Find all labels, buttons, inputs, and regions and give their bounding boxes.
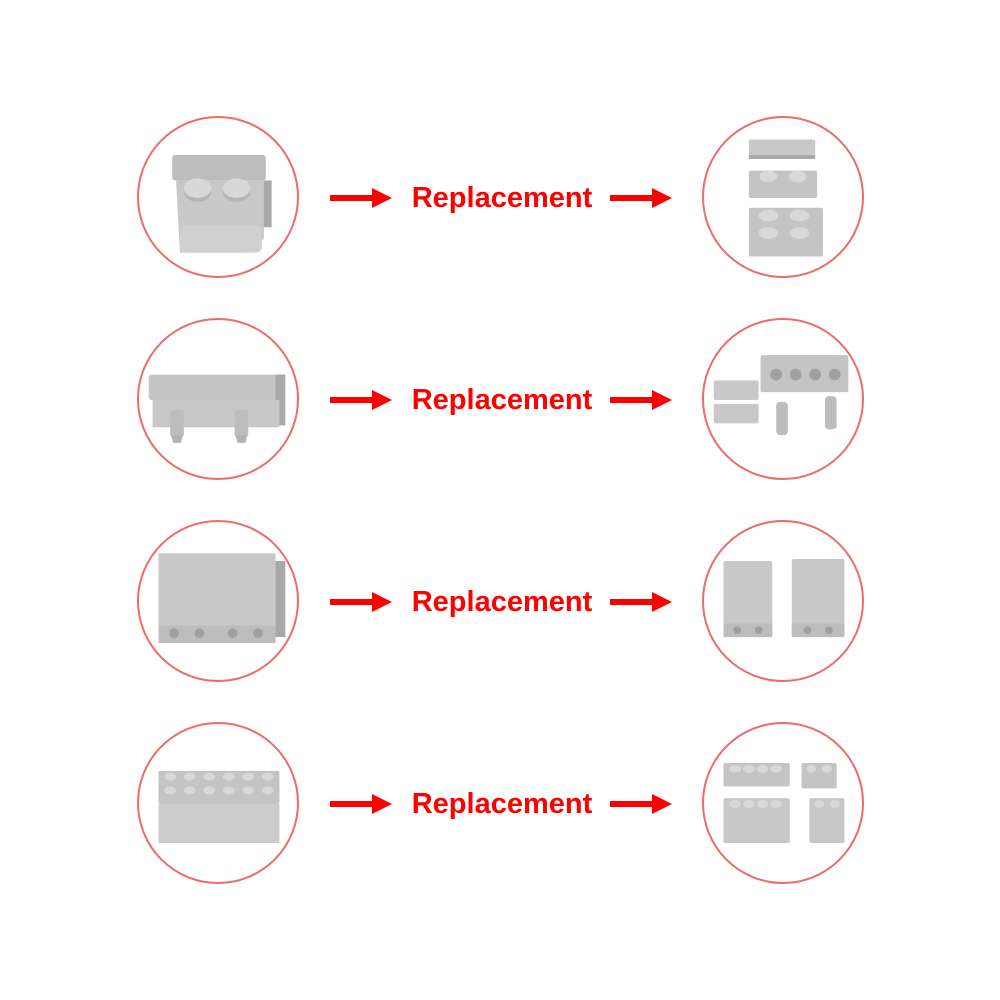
replacement-parts-circle xyxy=(702,722,864,884)
arrow-right-icon xyxy=(330,592,392,612)
arrow-right-icon xyxy=(610,592,672,612)
arrow-right-icon xyxy=(610,794,672,814)
replacement-label: Replacement xyxy=(411,586,593,618)
replacement-label: Replacement xyxy=(411,788,593,820)
replacement-parts-circle xyxy=(702,318,864,480)
replacement-label: Replacement xyxy=(411,182,593,214)
two-slopes-with-holes-icon xyxy=(723,559,845,638)
large-slope-with-holes-icon xyxy=(158,553,286,643)
replacement-parts-circle xyxy=(702,116,864,278)
replacement-row-3: Replacement xyxy=(0,520,1000,690)
wide-slope-with-studs-icon xyxy=(158,770,280,843)
technic-brick-and-pins-icon xyxy=(713,355,849,436)
arrow-right-icon xyxy=(330,188,392,208)
original-part-circle xyxy=(137,520,299,682)
replacement-parts-circle xyxy=(702,520,864,682)
arrow-right-icon xyxy=(330,390,392,410)
panel-with-pins-icon xyxy=(148,374,286,443)
four-slope-pieces-icon xyxy=(723,763,845,843)
arrow-right-icon xyxy=(610,390,672,410)
arrow-right-icon xyxy=(610,188,672,208)
tile-and-plates-icon xyxy=(748,139,823,257)
sloped-brick-with-studs-icon xyxy=(172,155,272,253)
original-part-circle xyxy=(137,116,299,278)
replacement-row-4: Replacement xyxy=(0,722,1000,892)
replacement-label: Replacement xyxy=(411,384,593,416)
original-part-circle xyxy=(137,318,299,480)
arrow-right-icon xyxy=(330,794,392,814)
original-part-circle xyxy=(137,722,299,884)
replacement-row-1: Replacement xyxy=(0,116,1000,286)
replacement-row-2: Replacement xyxy=(0,318,1000,488)
